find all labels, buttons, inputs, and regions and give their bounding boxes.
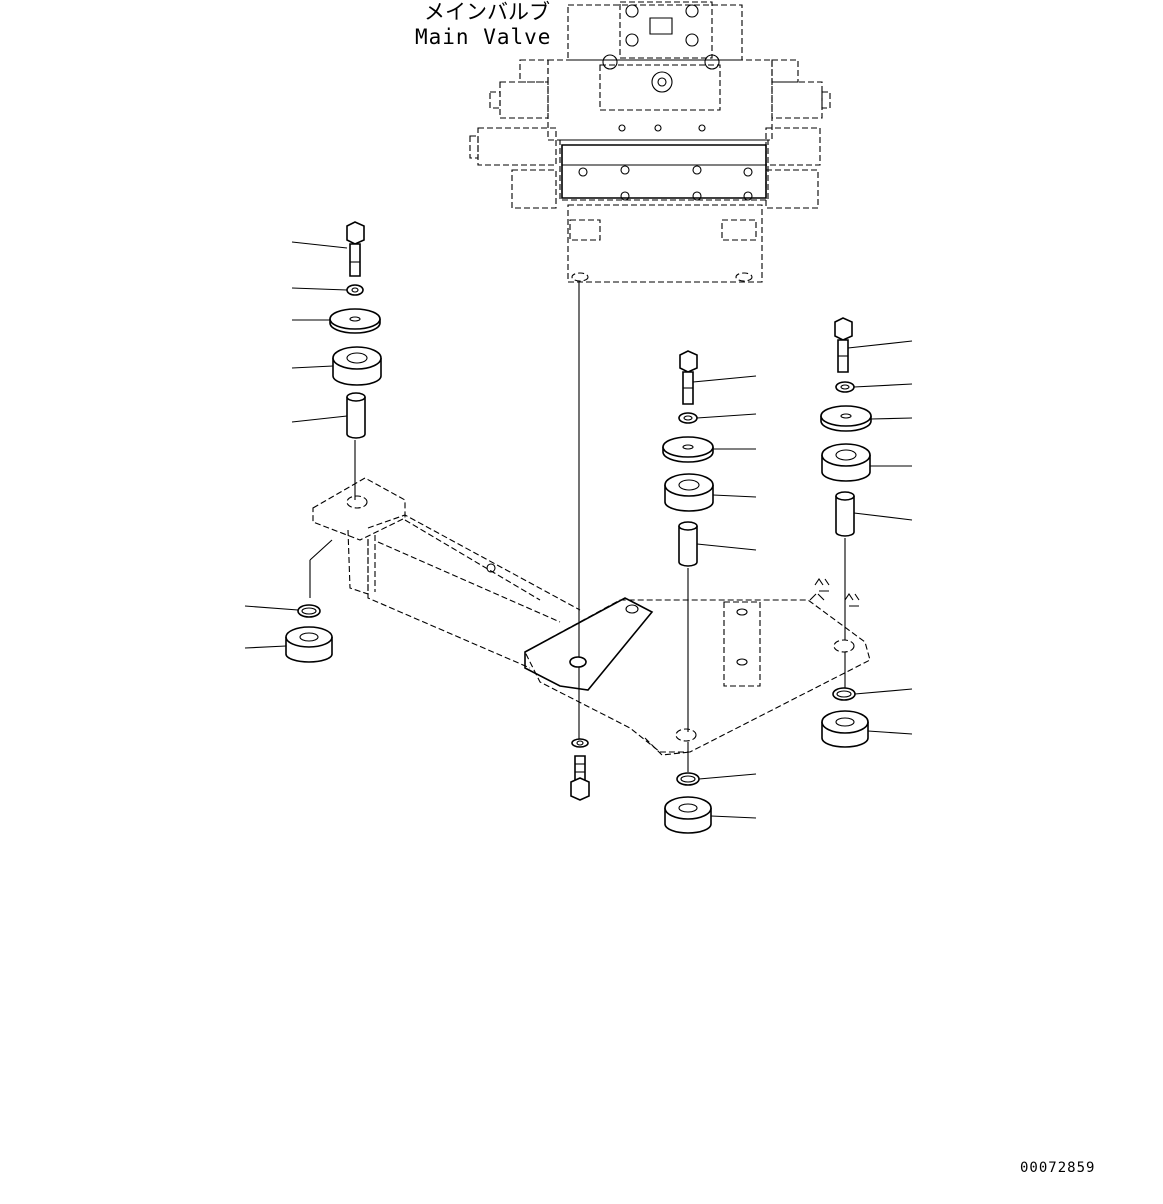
- bolt-left: [346, 221, 365, 277]
- bracket-hole: [569, 656, 587, 668]
- washer-center-stack: [662, 436, 714, 463]
- washer-right: [820, 405, 872, 432]
- collar-right: [835, 491, 855, 537]
- cushion-lower-right: [821, 710, 869, 748]
- lower-left-parts: [244, 604, 333, 663]
- collar-center: [678, 521, 698, 567]
- left-mount-stack: [291, 221, 382, 500]
- spring-washer-left: [346, 284, 364, 296]
- cushion-right: [821, 443, 871, 482]
- o-ring-center: [676, 772, 700, 786]
- center-mount-stack: [662, 350, 757, 834]
- cushion-lower-left: [285, 626, 333, 663]
- bracket: [309, 477, 871, 756]
- bolt-right: [834, 317, 853, 373]
- lower-center-bolt: [570, 738, 590, 801]
- o-ring-right: [832, 687, 856, 701]
- main-valve: [469, 1, 831, 283]
- cushion-center: [664, 473, 714, 512]
- spring-washer-right: [835, 381, 855, 393]
- main-valve-label-en: Main Valve: [415, 25, 551, 49]
- collar-left: [346, 392, 366, 439]
- washer-center: [571, 738, 589, 748]
- main-valve-label-jp: メインバルブ: [424, 0, 550, 24]
- bolt-center: [679, 350, 698, 405]
- washer-left: [329, 308, 381, 334]
- cushion-left: [332, 346, 382, 386]
- cushion-lower-center: [664, 796, 712, 834]
- spring-washer-center: [678, 412, 698, 424]
- drawing-number: 00072859: [1020, 1160, 1095, 1176]
- right-mount-stack: [820, 317, 913, 748]
- o-ring-left: [297, 604, 321, 618]
